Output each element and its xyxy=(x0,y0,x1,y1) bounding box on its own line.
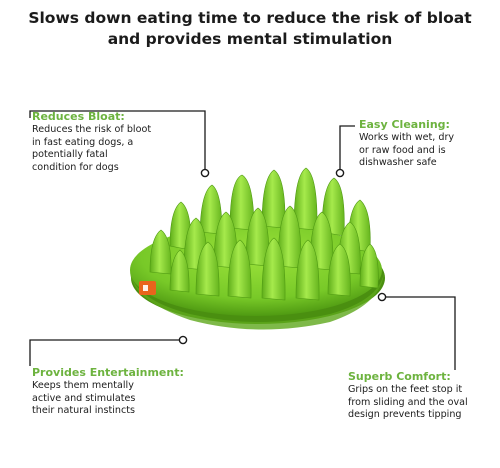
callout-title: Provides Entertainment: xyxy=(32,366,184,379)
callout-body: Keeps them mentally active and stimulate… xyxy=(32,380,184,418)
callout-body: Works with wet, dry or raw food and is d… xyxy=(359,132,454,170)
headline-line-2: and provides mental stimulation xyxy=(107,30,393,48)
callout-body: Grips on the feet stop it from sliding a… xyxy=(348,384,468,422)
callout-dot-icon xyxy=(178,335,188,345)
callout-line: condition for dogs xyxy=(32,161,119,173)
callout-line: potentially fatal xyxy=(32,149,108,160)
callout-body: Reduces the risk of bloot in fast eating… xyxy=(32,124,151,174)
callout-line: dishwasher safe xyxy=(359,157,437,168)
callout-line: Works with wet, dry xyxy=(359,132,455,143)
callout-reduces-bloat: Reduces Bloat: Reduces the risk of bloot… xyxy=(32,110,151,174)
connector-reduces-bloat xyxy=(29,110,206,172)
headline: Slows down eating time to reduce the ris… xyxy=(0,8,500,50)
callout-title: Easy Cleaning: xyxy=(359,118,450,131)
callout-line: design prevents tipping xyxy=(348,409,462,420)
callout-superb-comfort: Superb Comfort: Grips on the feet stop i… xyxy=(348,370,468,422)
callout-line: in fast eating dogs, a xyxy=(32,136,134,148)
callout-line: their natural instincts xyxy=(32,405,136,416)
headline-line-1: Slows down eating time to reduce the ris… xyxy=(28,9,472,27)
bowl-spikes xyxy=(149,167,379,301)
callout-dot-icon xyxy=(377,292,387,302)
callout-line: Reduces the risk of bloot xyxy=(32,124,152,135)
callout-line: Keeps them mentally xyxy=(32,380,134,391)
callout-provides-entertainment: Provides Entertainment: Keeps them menta… xyxy=(32,366,184,418)
connector-superb-comfort xyxy=(383,296,456,370)
callout-title: Reduces Bloat: xyxy=(32,110,125,123)
connector-provides-entertainment xyxy=(29,339,180,366)
callout-easy-cleaning: Easy Cleaning: Works with wet, dry or ra… xyxy=(359,118,454,170)
callout-line: from sliding and the oval xyxy=(348,396,468,408)
callout-dot-icon xyxy=(200,168,210,178)
callout-title: Superb Comfort: xyxy=(348,370,451,383)
callout-dot-icon xyxy=(335,168,345,178)
connector-easy-cleaning xyxy=(339,125,355,172)
callout-line: Grips on the feet stop it xyxy=(348,384,463,395)
callout-line: or raw food and is xyxy=(359,144,446,156)
callout-line: active and stimulates xyxy=(32,392,136,404)
